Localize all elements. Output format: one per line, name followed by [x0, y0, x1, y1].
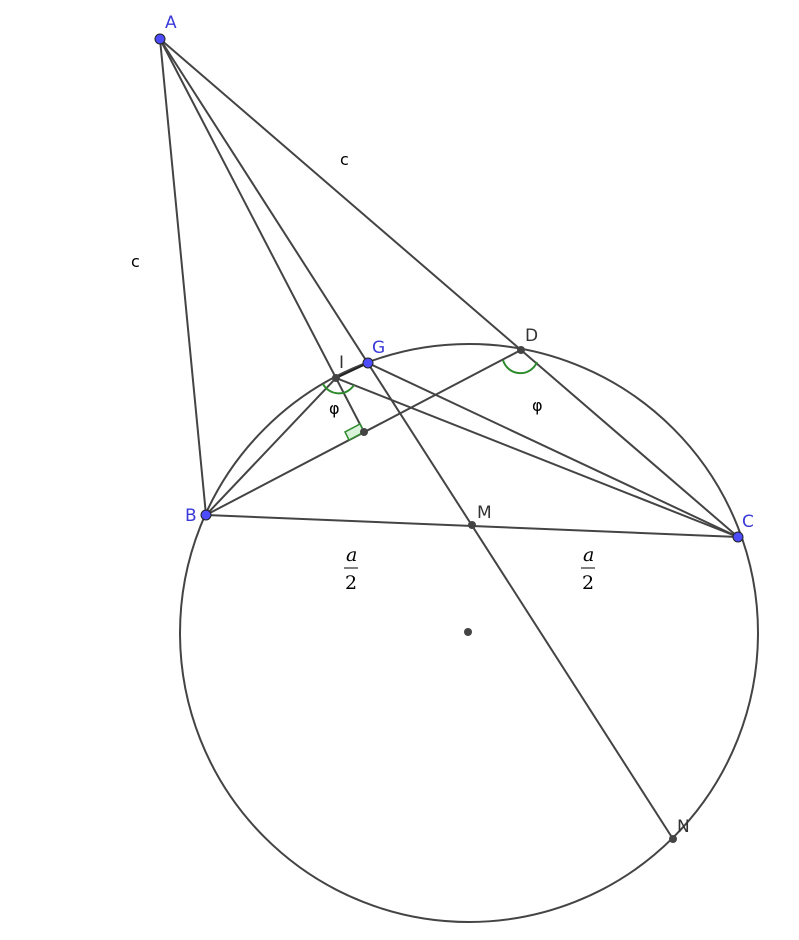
- point-foot: [360, 428, 368, 436]
- segment-IG: [335, 362, 369, 379]
- fraction-BM-numerator: a: [346, 544, 357, 566]
- segment-AI-foot: [159, 38, 365, 433]
- label-I: I: [339, 353, 344, 373]
- point-A: [154, 33, 166, 45]
- label-B: B: [185, 506, 197, 526]
- angle-arc-D: [502, 359, 538, 375]
- angle-arc-I: [322, 383, 355, 395]
- point-I: [332, 374, 340, 382]
- label-C: C: [742, 512, 754, 532]
- fraction-BM: a 2: [344, 544, 358, 594]
- side-label-AB: c: [131, 252, 140, 271]
- point-M: [468, 521, 476, 529]
- label-M: M: [477, 503, 492, 523]
- segment-AN: [159, 38, 674, 840]
- segment-GC: [367, 362, 739, 538]
- circle: [179, 343, 759, 923]
- label-G: G: [372, 338, 385, 358]
- point-N: [669, 835, 677, 843]
- fraction-MC: a 2: [581, 544, 595, 594]
- point-B: [200, 509, 212, 521]
- angle-label-I: φ: [329, 399, 340, 418]
- point-D: [517, 346, 525, 354]
- segment-AC: [159, 38, 739, 538]
- segment-BI: [205, 377, 337, 516]
- label-D: D: [525, 326, 538, 346]
- fraction-MC-denominator: 2: [582, 572, 594, 594]
- point-G: [362, 357, 374, 369]
- point-center: [464, 628, 472, 636]
- side-label-AD: c: [340, 150, 349, 169]
- segment-AB: [159, 38, 207, 516]
- label-N: N: [677, 817, 690, 837]
- segment-IC: [335, 377, 739, 538]
- right-angle-mark: [344, 422, 365, 442]
- angle-label-D: φ: [532, 396, 543, 415]
- point-C: [732, 531, 744, 543]
- label-A: A: [165, 13, 177, 33]
- fraction-MC-numerator: a: [583, 544, 594, 566]
- fraction-BM-denominator: 2: [345, 572, 357, 594]
